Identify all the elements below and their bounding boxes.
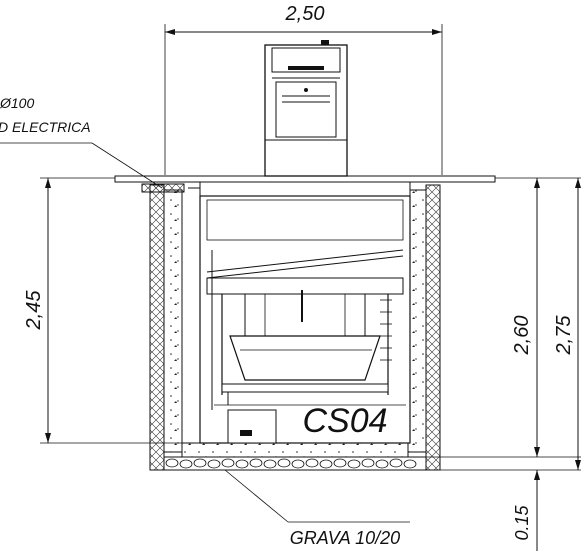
gravel-label: GRAVA 10/20 bbox=[290, 528, 400, 548]
dimension-height-left: 2,45 bbox=[23, 178, 200, 444]
dimension-height-right: 2,60 2,75 0.15 bbox=[426, 178, 581, 551]
dimension-height-outer-label: 2,75 bbox=[553, 315, 575, 356]
dimension-width-label: 2,50 bbox=[285, 3, 325, 25]
model-label: CS04 bbox=[302, 402, 387, 440]
dimension-width-top: 2,50 bbox=[164, 3, 443, 175]
dimension-gravel-label: 0.15 bbox=[512, 505, 532, 541]
concrete-pit bbox=[163, 189, 427, 458]
electric-conduit bbox=[141, 183, 213, 410]
conduit-note: Ø100 D ELECTRICA bbox=[0, 95, 163, 189]
conduit-note-text: D ELECTRICA bbox=[0, 119, 91, 135]
pipe-diameter-note: Ø100 bbox=[0, 95, 34, 111]
machine-housing bbox=[264, 40, 348, 177]
ground-level bbox=[40, 175, 581, 197]
gravel-note: GRAVA 10/20 bbox=[224, 469, 410, 548]
machinery-frame bbox=[199, 195, 411, 444]
dimension-height-left-label: 2,45 bbox=[23, 290, 45, 331]
gravel-base bbox=[163, 456, 427, 471]
dimension-height-inner-label: 2,60 bbox=[511, 316, 533, 356]
